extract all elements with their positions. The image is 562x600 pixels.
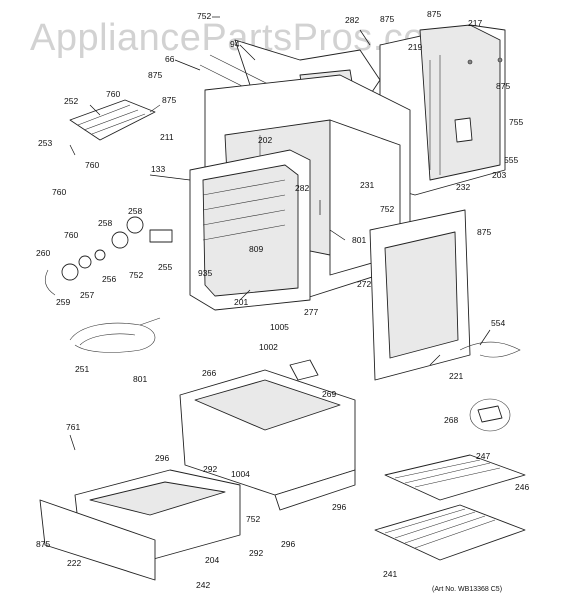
callout-257: 257 bbox=[80, 290, 94, 300]
callout-875: 875 bbox=[162, 95, 176, 105]
callout-1004: 1004 bbox=[231, 469, 250, 479]
broil-pan bbox=[384, 454, 526, 501]
callout-555: 555 bbox=[504, 155, 518, 165]
drawer-support-frame bbox=[179, 369, 356, 511]
switch-assembly bbox=[44, 216, 173, 296]
callout-809: 809 bbox=[249, 244, 263, 254]
callout-217: 217 bbox=[468, 18, 482, 28]
callout-277: 277 bbox=[304, 307, 318, 317]
callout-292: 292 bbox=[249, 548, 263, 558]
callout-760: 760 bbox=[64, 230, 78, 240]
callout-247: 247 bbox=[476, 451, 490, 461]
callout-255: 255 bbox=[158, 262, 172, 272]
callout-258: 258 bbox=[128, 206, 142, 216]
callout-554: 554 bbox=[491, 318, 505, 328]
callout-219: 219 bbox=[408, 42, 422, 52]
callout-221: 221 bbox=[449, 371, 463, 381]
callout-242: 242 bbox=[196, 580, 210, 590]
callout-222: 222 bbox=[67, 558, 81, 568]
callout-203: 203 bbox=[492, 170, 506, 180]
callout-251: 251 bbox=[75, 364, 89, 374]
callout-752: 752 bbox=[129, 270, 143, 280]
callout-875: 875 bbox=[380, 14, 394, 24]
callout-752: 752 bbox=[380, 204, 394, 214]
callout-760: 760 bbox=[85, 160, 99, 170]
callout-761: 761 bbox=[66, 422, 80, 432]
callout-752: 752 bbox=[197, 11, 211, 21]
callout-755: 755 bbox=[509, 117, 523, 127]
callout-296: 296 bbox=[332, 502, 346, 512]
callout-202: 202 bbox=[258, 135, 272, 145]
leader-lines bbox=[69, 16, 491, 451]
callout-752: 752 bbox=[246, 514, 260, 524]
callout-241: 241 bbox=[383, 569, 397, 579]
door-lock-268 bbox=[469, 398, 511, 432]
callout-760: 760 bbox=[106, 89, 120, 99]
callout-232: 232 bbox=[456, 182, 470, 192]
callout-246: 246 bbox=[515, 482, 529, 492]
callout-1005: 1005 bbox=[270, 322, 289, 332]
callout-282: 282 bbox=[345, 15, 359, 25]
callout-252: 252 bbox=[64, 96, 78, 106]
callout-259: 259 bbox=[56, 297, 70, 307]
callout-268: 268 bbox=[444, 415, 458, 425]
callout-875: 875 bbox=[36, 539, 50, 549]
callout-66: 66 bbox=[165, 54, 175, 64]
oven-rack bbox=[374, 504, 526, 561]
callout-875: 875 bbox=[148, 70, 162, 80]
diagram-reference: (Art No. WB13368 C5) bbox=[432, 586, 502, 593]
callout-1002: 1002 bbox=[259, 342, 278, 352]
rear-panel-assembly bbox=[379, 24, 506, 196]
callout-204: 204 bbox=[205, 555, 219, 565]
callout-801: 801 bbox=[133, 374, 147, 384]
broil-element bbox=[69, 99, 161, 141]
callout-801: 801 bbox=[352, 235, 366, 245]
callout-935: 935 bbox=[198, 268, 212, 278]
callout-labels: 752 94 66 875 760 252 253 760 760 875 21… bbox=[36, 9, 529, 590]
callout-875: 875 bbox=[477, 227, 491, 237]
bake-element bbox=[69, 317, 161, 353]
callout-94: 94 bbox=[230, 39, 240, 49]
callout-760: 760 bbox=[52, 187, 66, 197]
power-cord bbox=[459, 341, 521, 358]
oven-frame-front bbox=[189, 149, 311, 311]
callout-201: 201 bbox=[234, 297, 248, 307]
callout-260: 260 bbox=[36, 248, 50, 258]
callout-256: 256 bbox=[102, 274, 116, 284]
callout-266: 266 bbox=[202, 368, 216, 378]
callout-875: 875 bbox=[427, 9, 441, 19]
callout-296: 296 bbox=[155, 453, 169, 463]
callout-133: 133 bbox=[151, 164, 165, 174]
callout-253: 253 bbox=[38, 138, 52, 148]
callout-211: 211 bbox=[160, 132, 174, 142]
callout-272: 272 bbox=[357, 279, 371, 289]
callout-296: 296 bbox=[281, 539, 295, 549]
callout-292: 292 bbox=[203, 464, 217, 474]
callout-875: 875 bbox=[496, 81, 510, 91]
bracket-269 bbox=[289, 359, 319, 381]
side-panel bbox=[369, 209, 471, 381]
callout-231: 231 bbox=[360, 180, 374, 190]
callout-258: 258 bbox=[98, 218, 112, 228]
callout-269: 269 bbox=[322, 389, 336, 399]
drawer-front bbox=[39, 499, 156, 581]
callout-282: 282 bbox=[295, 183, 309, 193]
